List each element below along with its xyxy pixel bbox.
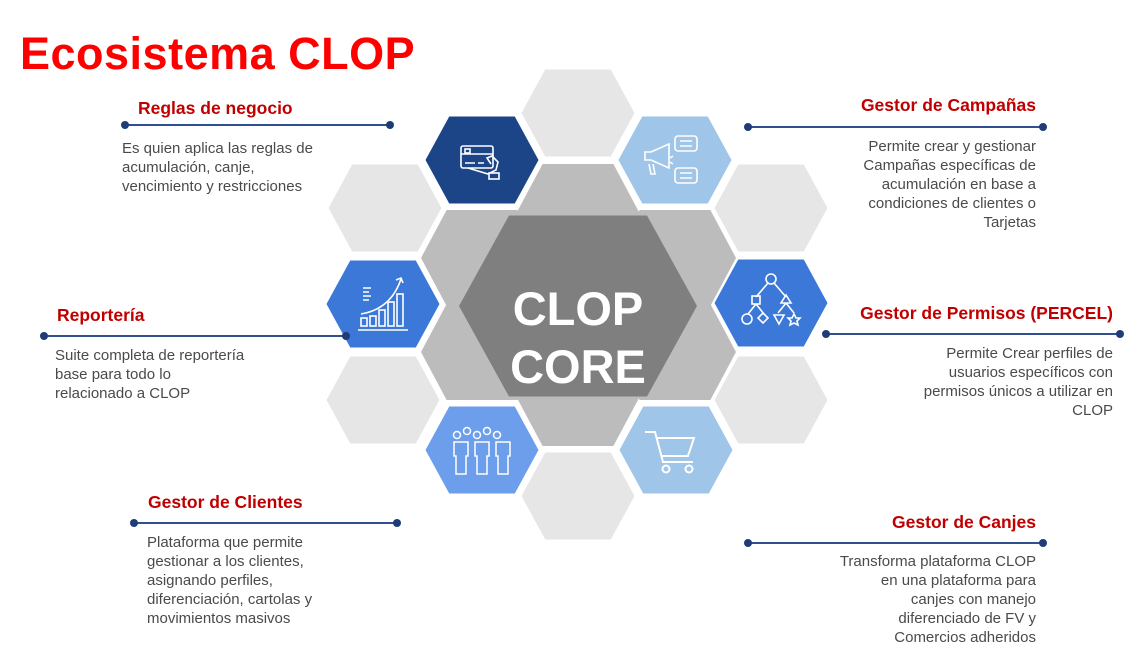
core-hexagon <box>459 215 697 397</box>
megaphone-icon <box>644 135 698 184</box>
permisos-description: Permite Crear perfiles de usuarios espec… <box>923 345 1113 419</box>
clientes-connector <box>130 519 401 527</box>
canjes-description: Transforma plataforma CLOP en una plataf… <box>839 553 1036 646</box>
campanas-description-block: Permite crear y gestionar Campañas espec… <box>863 137 1036 232</box>
canjes-heading-block: Gestor de Canjes <box>892 512 1036 533</box>
campanas-hexagon <box>618 116 732 204</box>
card-hand-icon <box>460 145 500 180</box>
page-title: Ecosistema CLOP <box>20 28 416 79</box>
campanas-title: Gestor de Campañas <box>860 95 1036 115</box>
growth-chart-icon <box>358 276 408 331</box>
permisos-description-block: Permite Crear perfiles de usuarios espec… <box>924 344 1113 420</box>
permisos-heading-block: Gestor de Permisos (PERCEL) <box>860 303 1113 324</box>
core-line-1: CLOP <box>512 282 644 335</box>
clientes-description-block: Plataforma que permite gestionar a los c… <box>147 533 312 628</box>
shopping-cart-icon <box>645 431 696 474</box>
permisos-connector <box>822 330 1124 338</box>
campanas-description: Permite crear y gestionar Campañas espec… <box>863 138 1036 231</box>
campanas-connector <box>744 123 1047 131</box>
permisos-title: Gestor de Permisos (PERCEL) <box>860 303 1113 323</box>
filler-hexagon <box>521 452 635 540</box>
core-line-2: CORE <box>510 340 646 393</box>
canjes-hexagon <box>619 406 733 494</box>
canjes-description-block: Transforma plataforma CLOP en una plataf… <box>840 552 1036 647</box>
reporteria-heading-block: Reportería <box>57 305 145 326</box>
reporteria-connector <box>40 332 350 340</box>
reporteria-title: Reportería <box>57 305 145 325</box>
permisos-hexagon <box>714 259 828 347</box>
filler-hexagon <box>714 356 828 444</box>
reglas-hexagon <box>425 116 539 204</box>
canjes-title: Gestor de Canjes <box>892 512 1036 532</box>
canjes-connector <box>744 539 1047 547</box>
people-group-icon <box>452 426 511 475</box>
reglas-heading-block: Reglas de negocio <box>138 98 293 119</box>
clientes-title: Gestor de Clientes <box>148 492 303 512</box>
reporteria-hexagon <box>326 260 440 348</box>
campanas-heading-block: Gestor de Campañas <box>861 95 1036 116</box>
filler-hexagon <box>714 164 828 252</box>
clientes-description: Plataforma que permite gestionar a los c… <box>147 534 313 627</box>
filler-hexagon <box>326 356 440 444</box>
reglas-description-block: Es quien aplica las reglas de acumulació… <box>122 139 313 196</box>
core-label: CLOP CORE <box>459 280 697 396</box>
filler-hexagon <box>328 164 442 252</box>
hierarchy-icon <box>741 273 802 327</box>
reglas-connector <box>121 121 394 129</box>
reglas-description: Es quien aplica las reglas de acumulació… <box>122 140 313 195</box>
reporteria-description: Suite completa de reportería base para t… <box>55 347 245 402</box>
clientes-hexagon <box>425 406 539 494</box>
clientes-heading-block: Gestor de Clientes <box>148 492 303 513</box>
filler-hexagon <box>521 69 635 157</box>
reglas-title: Reglas de negocio <box>138 98 293 118</box>
reporteria-description-block: Suite completa de reportería base para t… <box>55 346 244 403</box>
